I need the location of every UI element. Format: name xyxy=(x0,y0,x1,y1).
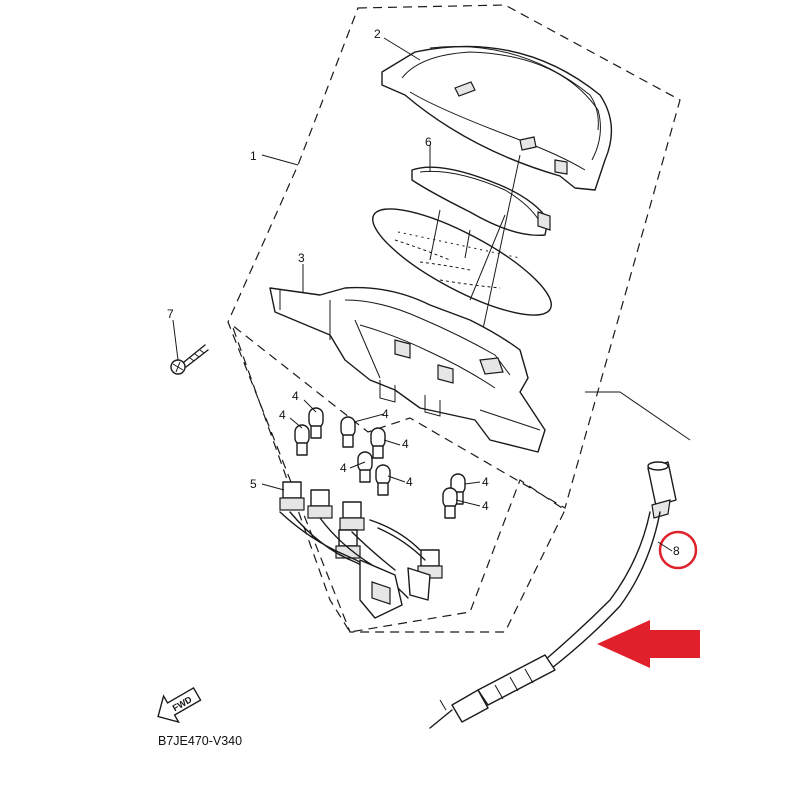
callout-4b: 4 xyxy=(279,408,286,422)
callout-4c: 4 xyxy=(382,407,389,421)
meter-ring xyxy=(411,166,551,237)
callout-4g: 4 xyxy=(482,475,489,489)
callout-4a: 4 xyxy=(292,389,299,403)
bulbs xyxy=(294,407,466,519)
callout-4f: 4 xyxy=(406,475,413,489)
callout-4e: 4 xyxy=(340,461,347,475)
callout-4d: 4 xyxy=(402,437,409,451)
figure-code: B7JE470-V340 xyxy=(158,734,242,748)
fwd-arrow-icon: FWD xyxy=(157,686,202,724)
callout-3: 3 xyxy=(298,251,305,265)
meter-case xyxy=(269,286,546,453)
callout-2: 2 xyxy=(374,27,381,41)
assembly-boundary xyxy=(227,4,681,633)
callout-4h: 4 xyxy=(482,499,489,513)
speedometer-cable xyxy=(429,391,691,729)
callout-1: 1 xyxy=(250,149,257,163)
callout-6: 6 xyxy=(425,135,432,149)
highlight-circle xyxy=(658,530,698,570)
callout-leaders xyxy=(172,37,673,552)
red-arrow-icon xyxy=(597,620,700,668)
callout-5: 5 xyxy=(250,477,257,491)
dial-face xyxy=(372,208,552,316)
socket-harness xyxy=(279,481,443,619)
callout-8: 8 xyxy=(673,544,680,558)
meter-cover xyxy=(381,45,613,191)
callout-7: 7 xyxy=(167,307,174,321)
screw xyxy=(170,344,209,375)
